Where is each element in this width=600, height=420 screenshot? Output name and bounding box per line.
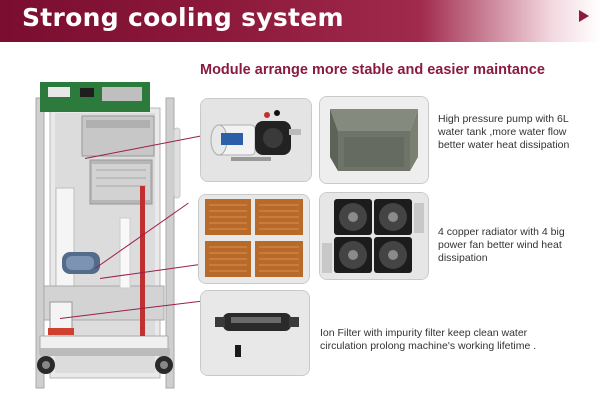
ion-filter-description: Ion Filter with impurity filter keep cle… (320, 327, 537, 352)
title-banner: Strong cooling system (0, 0, 600, 42)
radiator-description: 4 copper radiator with 4 big power fan b… (438, 226, 565, 264)
pump-description: High pressure pump with 6L water tank ,m… (438, 113, 570, 151)
cooling-fans-image (319, 192, 429, 280)
ion-filter-image (200, 290, 310, 376)
machine-interior-image (20, 68, 190, 400)
copper-radiator-image (198, 194, 310, 284)
water-tank-image (319, 96, 429, 184)
section-headline: Module arrange more stable and easier ma… (200, 62, 545, 78)
page-title: Strong cooling system (22, 3, 344, 32)
water-pump-image (200, 98, 312, 182)
banner-arrow-icon (579, 10, 589, 22)
